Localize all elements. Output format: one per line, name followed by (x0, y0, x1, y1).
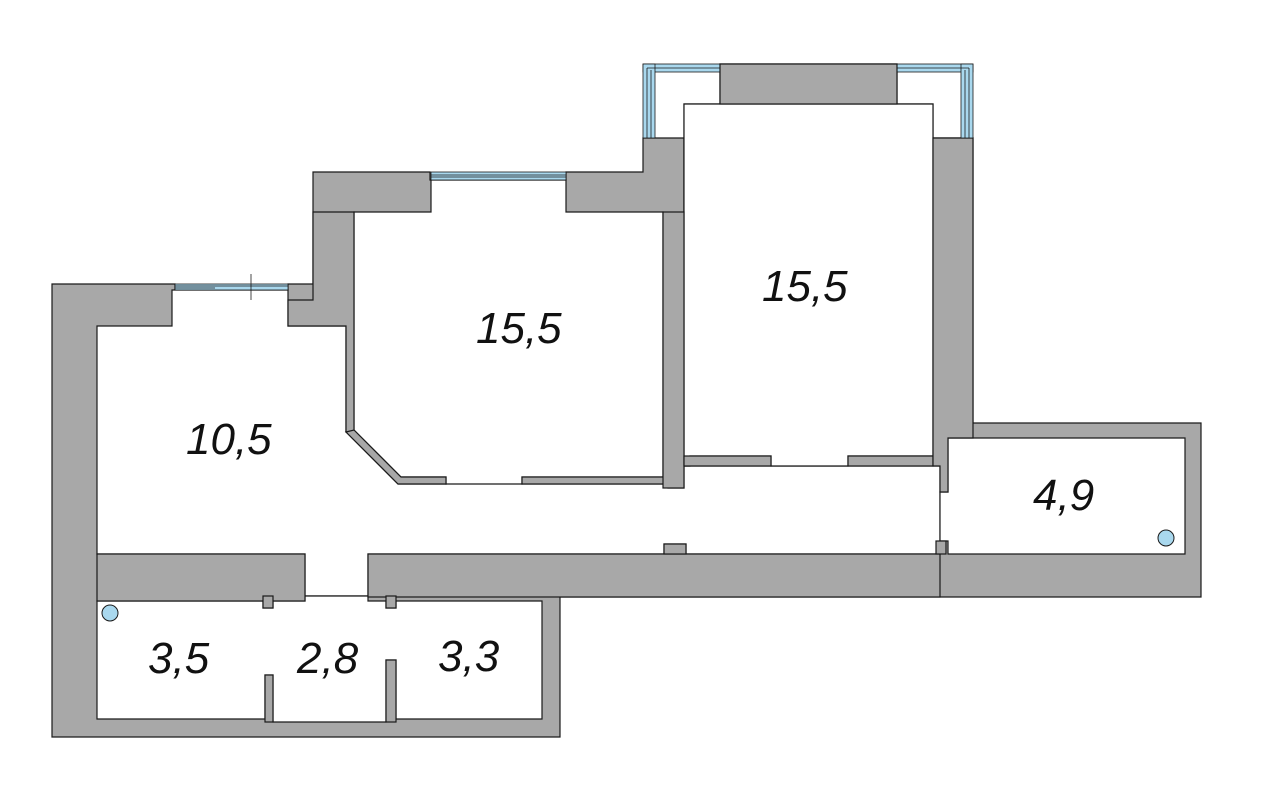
window-left (174, 274, 289, 300)
wall-middle-bottom (521, 476, 669, 485)
wall-middle-diagonal (344, 429, 447, 485)
area-label-bath-left: 3,5 (148, 634, 210, 683)
wall-left-middle (287, 211, 355, 433)
wall-bath-top-right (367, 553, 941, 598)
interior-walls (96, 137, 974, 723)
wall-right-bottom-2 (847, 455, 934, 467)
wall-stub-2 (385, 595, 397, 609)
wall-corridor-stub (935, 540, 947, 555)
windows (174, 63, 974, 300)
area-labels: 10,5 15,5 15,5 4,9 3,5 2,8 3,3 (148, 262, 1094, 683)
window-balcony (642, 63, 974, 139)
wall-middle-right (662, 211, 685, 489)
riser-icon-right (1157, 529, 1175, 547)
wall-right-bottom-1 (683, 455, 772, 467)
area-label-corridor-right: 4,9 (1033, 471, 1094, 520)
wall-right-corridor (932, 137, 974, 493)
wall-corridor-stub-mid (663, 543, 687, 555)
riser-icon-left (101, 604, 119, 622)
window-middle (430, 171, 567, 181)
area-label-bath-right: 3,3 (438, 632, 500, 681)
wall-bath-top-left (96, 553, 306, 602)
area-label-room-right: 15,5 (762, 262, 848, 311)
wall-stub-1 (262, 595, 274, 609)
area-label-room-middle: 15,5 (476, 304, 562, 353)
area-label-wc: 2,8 (296, 634, 359, 683)
room-floors (96, 103, 1186, 723)
area-label-room-left: 10,5 (186, 415, 272, 464)
wall-partition-1 (264, 674, 274, 723)
wall-partition-2 (385, 659, 397, 723)
